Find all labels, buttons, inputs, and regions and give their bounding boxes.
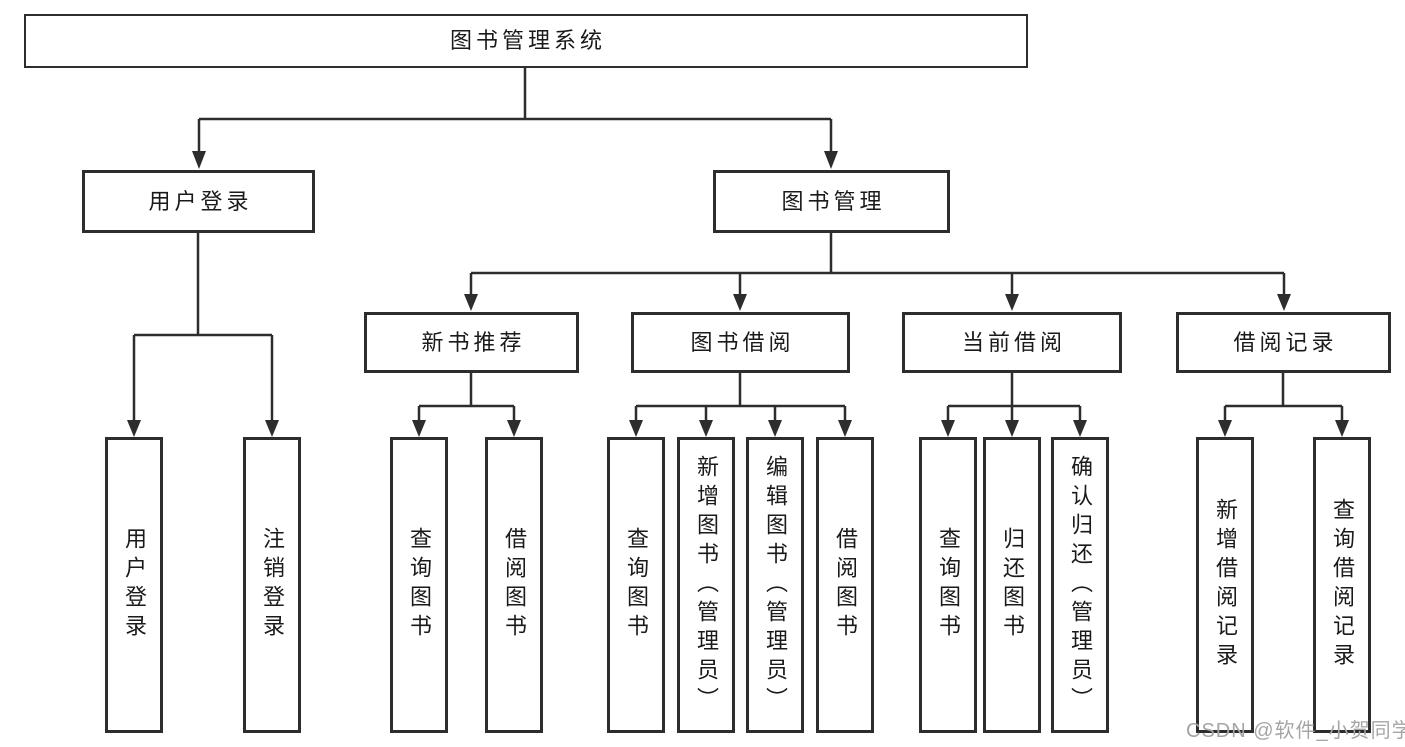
node-new-book-recommend: 新书推荐	[364, 312, 579, 373]
node-label: 归还图书	[1000, 527, 1025, 643]
arrowhead	[733, 294, 747, 311]
arrowhead	[1277, 294, 1291, 311]
leaf-confirm-return-admin: 确认归还（管理员）	[1051, 437, 1109, 733]
node-book-management: 图书管理	[713, 170, 950, 233]
arrowhead	[1073, 420, 1087, 437]
node-library-management-system: 图书管理系统	[24, 14, 1028, 68]
arrowhead	[629, 420, 643, 437]
node-label: 借阅记录	[1233, 329, 1338, 355]
arrowhead	[192, 151, 206, 169]
arrowhead	[824, 151, 838, 169]
node-borrow-records: 借阅记录	[1176, 312, 1391, 373]
node-label: 图书管理系统	[449, 28, 606, 53]
node-label: 用户登录	[148, 188, 253, 214]
node-current-borrow: 当前借阅	[902, 312, 1122, 373]
arrowhead	[838, 420, 852, 437]
leaf-query-borrow-record: 查询借阅记录	[1313, 437, 1371, 733]
node-label: 用户登录	[122, 527, 147, 643]
node-label: 新增借阅记录	[1213, 498, 1238, 672]
node-label: 图书管理	[781, 188, 886, 214]
leaf-borrow-books-recommend: 借阅图书	[485, 437, 543, 733]
node-label: 确认归还（管理员）	[1068, 454, 1093, 716]
leaf-query-books-borrow: 查询图书	[607, 437, 665, 733]
node-label: 新书推荐	[421, 329, 526, 355]
leaf-add-borrow-record: 新增借阅记录	[1196, 437, 1254, 733]
node-label: 编辑图书（管理员）	[763, 454, 788, 716]
arrowhead	[1335, 420, 1349, 437]
leaf-edit-books-admin: 编辑图书（管理员）	[746, 437, 804, 733]
node-label: 查询图书	[407, 527, 432, 643]
arrowhead	[1005, 294, 1019, 311]
node-user-login: 用户登录	[82, 170, 315, 233]
node-label: 借阅图书	[833, 527, 858, 643]
node-label: 图书借阅	[690, 329, 795, 355]
leaf-query-books-recommend: 查询图书	[390, 437, 448, 733]
node-label: 当前借阅	[961, 329, 1066, 355]
leaf-borrow-books: 借阅图书	[816, 437, 874, 733]
node-label: 查询图书	[624, 527, 649, 643]
leaf-add-books-admin: 新增图书（管理员）	[677, 437, 735, 733]
arrowhead	[1005, 420, 1019, 437]
node-label: 查询图书	[936, 527, 961, 643]
arrowhead	[464, 294, 478, 311]
leaf-return-books: 归还图书	[983, 437, 1041, 733]
leaf-query-books-current: 查询图书	[919, 437, 977, 733]
node-label: 新增图书（管理员）	[694, 454, 719, 716]
arrowhead	[768, 420, 782, 437]
csdn-watermark: CSDN @软件_小贺同学	[1186, 720, 1405, 742]
arrowhead	[265, 420, 279, 437]
arrowhead	[127, 420, 141, 437]
arrowhead	[507, 420, 521, 437]
arrowhead	[941, 420, 955, 437]
node-book-borrow: 图书借阅	[631, 312, 850, 373]
leaf-user-login: 用户登录	[105, 437, 163, 733]
leaf-logout: 注销登录	[243, 437, 301, 733]
node-label: 借阅图书	[502, 527, 527, 643]
arrowhead	[412, 420, 426, 437]
node-label: 注销登录	[260, 527, 285, 643]
arrowhead	[699, 420, 713, 437]
node-label: 查询借阅记录	[1330, 498, 1355, 672]
arrowhead	[1218, 420, 1232, 437]
